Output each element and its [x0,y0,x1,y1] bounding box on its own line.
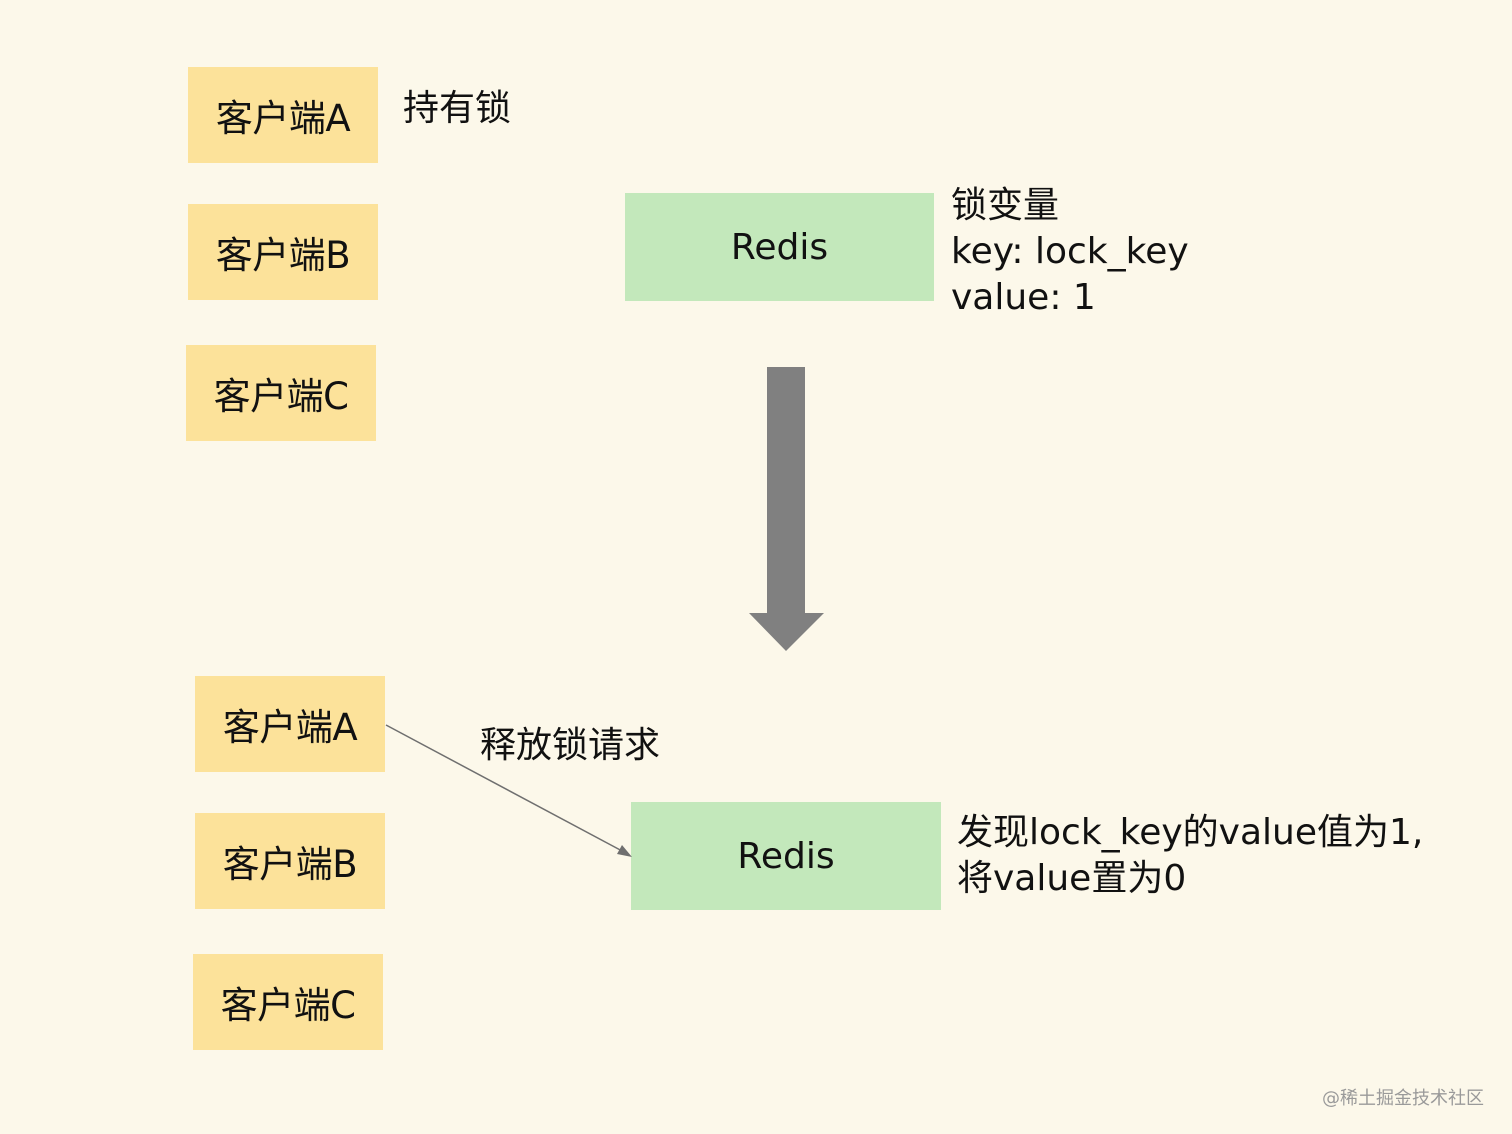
top-client-c-label: 客户端C [213,375,349,418]
lock-variable-title: 锁变量 [951,185,1060,226]
top-redis-box: Redis [625,193,934,301]
watermark: @稀土掘金技术社区 [1322,1088,1484,1109]
result-line-1: 发现lock_key的value值为1, [957,812,1424,853]
holder-label: 持有锁 [403,88,512,129]
lock-variable-value: value: 1 [951,277,1096,318]
bottom-client-b-box: 客户端B [195,813,385,909]
bottom-redis-box: Redis [631,802,941,910]
top-client-c-box: 客户端C [186,345,376,441]
bottom-client-b-label: 客户端B [222,843,358,886]
bottom-client-c-label: 客户端C [220,984,356,1027]
top-redis-label: Redis [730,226,829,268]
bottom-client-a-label: 客户端A [222,706,358,749]
transition-down-arrow [749,367,824,651]
lock-variable-key: key: lock_key [951,231,1189,272]
result-line-2: 将value置为0 [957,858,1187,899]
bottom-redis-label: Redis [737,835,835,877]
bottom-client-a-box: 客户端A [195,676,385,772]
release-request-label: 释放锁请求 [480,725,661,766]
top-client-b-label: 客户端B [215,234,351,277]
bottom-client-c-box: 客户端C [193,954,383,1050]
top-client-a-box: 客户端A [188,67,378,163]
top-client-a-label: 客户端A [215,97,351,140]
top-client-b-box: 客户端B [188,204,378,300]
